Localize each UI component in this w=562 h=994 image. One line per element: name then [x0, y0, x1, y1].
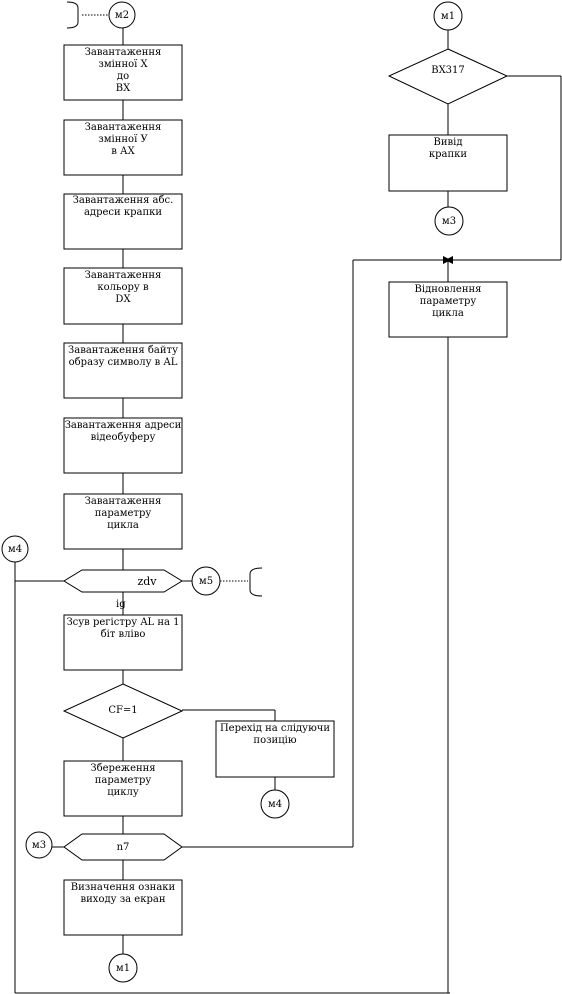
comment-bracket [66, 1, 79, 29]
process-box-6 [63, 417, 183, 474]
process-box-1 [63, 44, 183, 101]
connector-m3-out-label: м3 [441, 215, 457, 227]
step-save-loop-param: Збереження параметру циклу [90, 763, 156, 798]
process-box-save [63, 760, 183, 817]
step-load-x: Завантаження змінної X до BX [84, 47, 162, 94]
step-load-y: Завантаження змінної У в АХ [84, 122, 162, 157]
connector-m3-in [25, 831, 53, 859]
step-output-point: Вивід крапки [428, 137, 468, 160]
connector-m1-end-label: м1 [115, 962, 131, 974]
step-load-byte: Завантаження байту образу символу в AL [68, 345, 178, 368]
comment-bracket-right [249, 567, 263, 597]
process-box-3 [63, 193, 183, 250]
connector-m3-in-label: м3 [31, 839, 47, 851]
connector-m5 [191, 566, 221, 596]
loop-hex-zdv [63, 569, 183, 593]
process-box-branch [215, 720, 335, 778]
arrowhead-right [445, 256, 453, 264]
step-load-address: Завантаження абс. адреси крапки [72, 195, 174, 218]
decision-cf-label: CF=1 [108, 704, 138, 716]
connector-m5-label: м5 [198, 575, 214, 587]
process-box-restore [388, 281, 508, 338]
decision-bx [387, 48, 509, 105]
step-restore-loop-param: Відновлення параметру цикла [414, 284, 482, 319]
connector-m4-branch [260, 789, 290, 819]
step-shift-al: Зсув регістру AL на 1 біт вліво [66, 617, 180, 640]
connector-m1-start [433, 1, 463, 31]
process-box-5 [63, 342, 183, 399]
connector-m4-branch-label: м4 [267, 798, 283, 810]
process-box-final [63, 879, 183, 936]
step-offscreen-flag: Визначення ознаки виходу за екран [70, 882, 176, 905]
step-load-loop-param: Завантаження параметру цикла [84, 496, 162, 531]
decision-cf [62, 683, 184, 739]
connector-m3-out [434, 206, 464, 236]
connector-m4-in-label: м4 [7, 543, 23, 555]
loop-exit-label: ig [116, 599, 126, 610]
process-box-output [388, 134, 508, 192]
step-load-videobuffer: Завантаження адреси відеобуферу [64, 420, 182, 443]
process-box-shift [63, 614, 183, 671]
decision-bx-label: BX317 [431, 64, 465, 76]
connector-m4-in [1, 535, 29, 563]
loop-hex-n7-label: n7 [116, 841, 130, 853]
connector-m2 [108, 1, 136, 29]
step-next-position: Перехід на слідуючи позицію [219, 723, 331, 746]
loop-hex-n7 [63, 833, 183, 861]
process-box-4 [63, 267, 183, 325]
step-load-color: Завантаження кольору в DX [84, 270, 162, 305]
connector-m2-label: м2 [114, 9, 130, 21]
process-box-7 [63, 493, 183, 550]
loop-hex-zdv-label: zdv [137, 574, 157, 588]
connector-m1-end [108, 953, 138, 983]
connector-m1-start-label: м1 [440, 10, 456, 22]
process-box-2 [63, 119, 183, 176]
